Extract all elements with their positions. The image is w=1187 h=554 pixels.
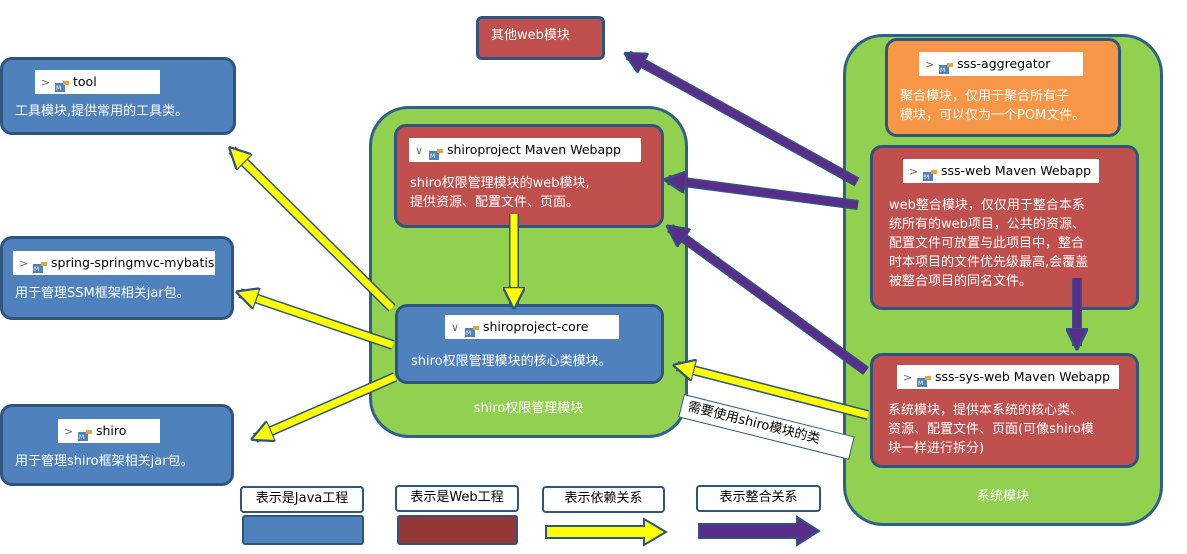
- maven-project-icon: M: [78, 426, 92, 441]
- shiro-web-desc-line-1: shiro权限管理模块的web模块,: [410, 176, 590, 191]
- svg-text:M: M: [79, 434, 84, 441]
- maven-project-icon: M: [923, 166, 937, 181]
- tool-tag-label: tool: [73, 74, 97, 89]
- chevron-right-icon: >: [909, 165, 919, 178]
- svg-text:M: M: [56, 85, 61, 92]
- sss-web-desc-line-4: 时本项目的文件优先级最高,会覆盖: [889, 255, 1089, 270]
- svg-text:M: M: [34, 266, 39, 273]
- sss-sys-web-desc-line-3: 块一样进行拆分): [888, 441, 985, 456]
- ssm-tag-label: spring-springmvc-mybatis: [51, 255, 215, 270]
- chevron-down-icon: ∨: [415, 144, 424, 157]
- chevron-down-icon: ∨: [451, 321, 460, 334]
- sss-web-desc-line-2: 统所有的web项目，公共的资源、: [889, 217, 1085, 232]
- maven-project-icon: M: [939, 59, 953, 74]
- chevron-right-icon: >: [19, 257, 29, 270]
- shiro-tag-label: shiro: [96, 423, 127, 438]
- maven-project-icon: M: [55, 77, 69, 92]
- maven-project-icon: M: [917, 372, 931, 387]
- maven-project-icon: M: [33, 258, 47, 273]
- svg-text:M: M: [940, 67, 945, 74]
- sss-web-desc-line-1: web整合模块，仅仅用于整合本系: [889, 198, 1085, 213]
- svg-text:M: M: [466, 330, 471, 337]
- legend-java-swatch: [242, 515, 364, 545]
- shiro-desc: 用于管理shiro框架相关jar包。: [15, 454, 194, 469]
- svg-text:M: M: [430, 153, 435, 160]
- legend-depend-arrow: [545, 517, 668, 547]
- sss-web-tag-label: sss-web Maven Webapp: [941, 163, 1092, 178]
- aggregator-desc-line-2: 模块，可以仅为一个POM文件。: [900, 108, 1086, 123]
- legend-integrate-arrow: [698, 515, 821, 547]
- legend-depend-label: 表示依赖关系: [542, 486, 665, 513]
- legend-integrate-label: 表示整合关系: [696, 485, 821, 512]
- shiro-core-desc: shiro权限管理模块的核心类模块。: [411, 354, 612, 369]
- ssm-desc: 用于管理SSM框架相关jar包。: [15, 286, 190, 301]
- chevron-right-icon: >: [41, 76, 51, 89]
- shiro-web-tag-label: shiroproject Maven Webapp: [447, 142, 621, 157]
- chevron-right-icon: >: [903, 371, 913, 384]
- other-web-module-label: 其他web模块: [491, 28, 570, 43]
- sss-web-desc-line-5: 被整合项目的同名文件。: [889, 274, 1033, 289]
- sss-web-desc-line-3: 配置文件可放置与此项目中，整合: [889, 236, 1085, 251]
- shiro-web-desc-line-2: 提供资源、配置文件、页面。: [410, 195, 580, 210]
- sss-sys-web-tag-label: sss-sys-web Maven Webapp: [935, 369, 1111, 384]
- aggregator-tag-label: sss-aggregator: [957, 56, 1051, 71]
- sss-sys-web-desc-line-1: 系统模块，提供本系统的核心类、: [888, 403, 1084, 418]
- chevron-right-icon: >: [925, 58, 935, 71]
- svg-text:M: M: [918, 380, 923, 387]
- chevron-right-icon: >: [64, 425, 74, 438]
- legend-web-swatch: [397, 515, 518, 545]
- shiro-core-tag-label: shiroproject-core: [483, 319, 589, 334]
- maven-project-icon: M: [429, 145, 443, 160]
- shiro-group-label: shiro权限管理模块: [473, 401, 584, 416]
- system-group-label: 系统模块: [976, 489, 1029, 504]
- legend-java-label: 表示是Java工程: [240, 486, 364, 513]
- legend-web-label: 表示是Web工程: [395, 485, 519, 512]
- sss-sys-web-desc-line-2: 资源、配置文件、页面(可像shiro模: [888, 422, 1094, 437]
- aggregator-desc-line-1: 聚合模块，仅用于聚合所有子: [900, 89, 1070, 104]
- svg-text:M: M: [924, 174, 929, 181]
- tool-desc: 工具模块,提供常用的工具类。: [15, 104, 189, 119]
- maven-project-icon: M: [465, 322, 479, 337]
- other-web-module-box: 其他web模块: [476, 16, 605, 60]
